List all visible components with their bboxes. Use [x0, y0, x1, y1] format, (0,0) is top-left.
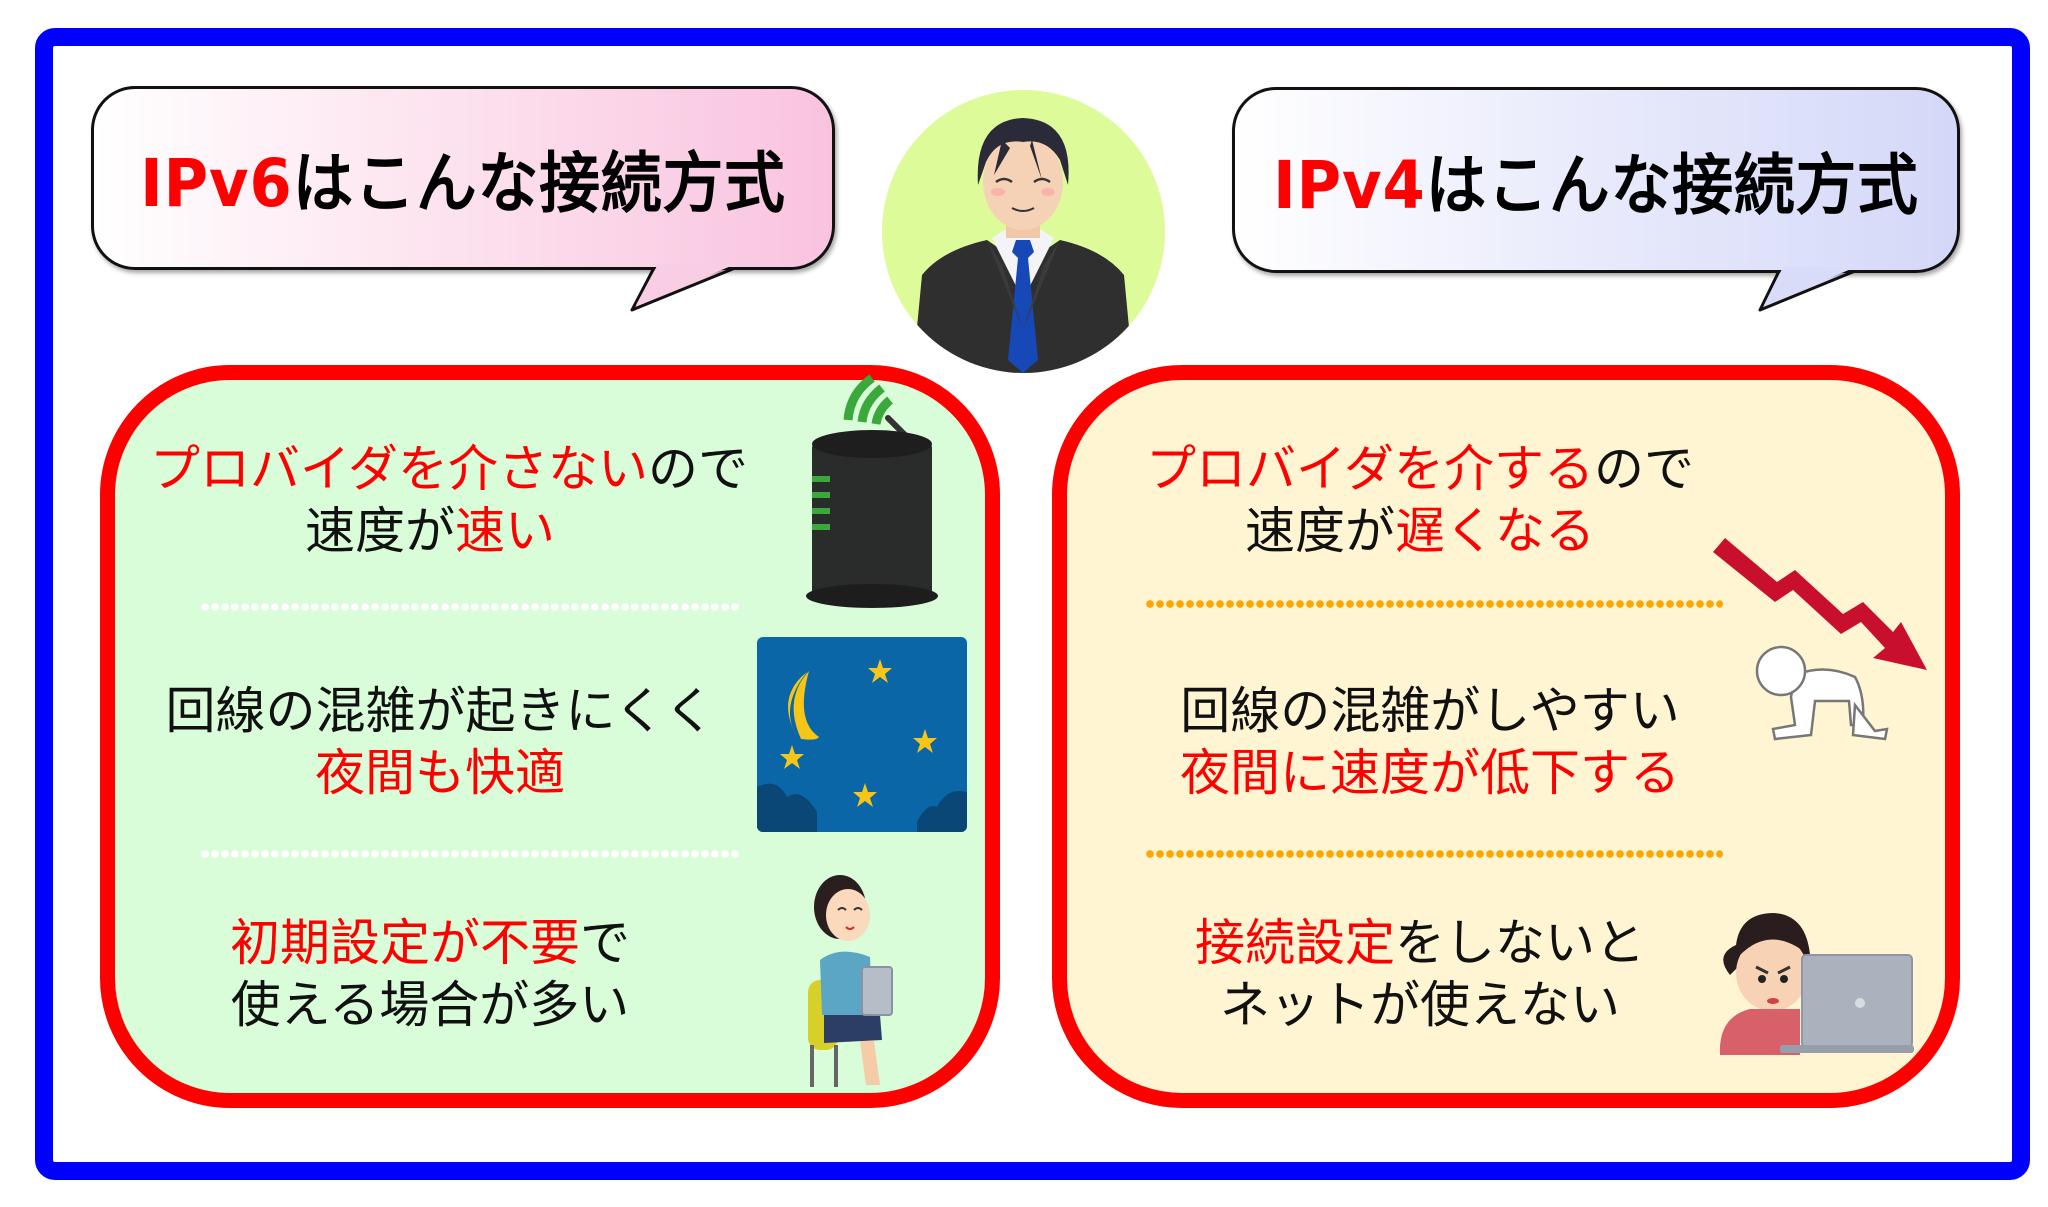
- frustrated-woman-laptop-icon: [1719, 913, 1914, 1055]
- falling-arrow-icon: [1713, 538, 1927, 670]
- ipv6-divider-2: [200, 850, 740, 858]
- ipv4-title: IPv4はこんな接続方式: [1273, 147, 1919, 224]
- ipv4-divider-2: [1145, 850, 1723, 858]
- ipv6-item-congestion: 回線の混雑が起きにくく 夜間も快適: [165, 682, 715, 802]
- woman-with-tablet-icon: [808, 875, 893, 1087]
- ipv4-divider-1: [1145, 600, 1723, 608]
- ipv4-title-bubble: IPv4はこんな接続方式: [1232, 87, 1960, 273]
- ipv4-item-setup: 接続設定をしないと ネットが使えない: [1195, 914, 1645, 1034]
- wifi-router-icon: [806, 374, 938, 608]
- ipv4-item-speed: プロバイダを介するので 速度が遅くなる: [1146, 440, 1694, 560]
- night-sky-icon: [757, 637, 967, 832]
- ipv6-title: IPv6はこんな接続方式: [140, 145, 786, 222]
- ipv6-item-speed: プロバイダを介さないので 速度が速い: [150, 440, 748, 560]
- discouraged-person-icon: [1755, 645, 1889, 741]
- ipv6-item-setup: 初期設定が不要で 使える場合が多い: [230, 914, 630, 1034]
- right-bubble-tail-cover: [1764, 267, 1856, 305]
- left-bubble-tail-cover: [636, 264, 736, 305]
- ipv6-title-bubble: IPv6はこんな接続方式: [91, 86, 835, 270]
- businessman-avatar-icon: [882, 90, 1165, 373]
- ipv6-divider-1: [200, 603, 740, 611]
- ipv4-item-congestion: 回線の混雑がしやすい 夜間に速度が低下する: [1180, 682, 1680, 802]
